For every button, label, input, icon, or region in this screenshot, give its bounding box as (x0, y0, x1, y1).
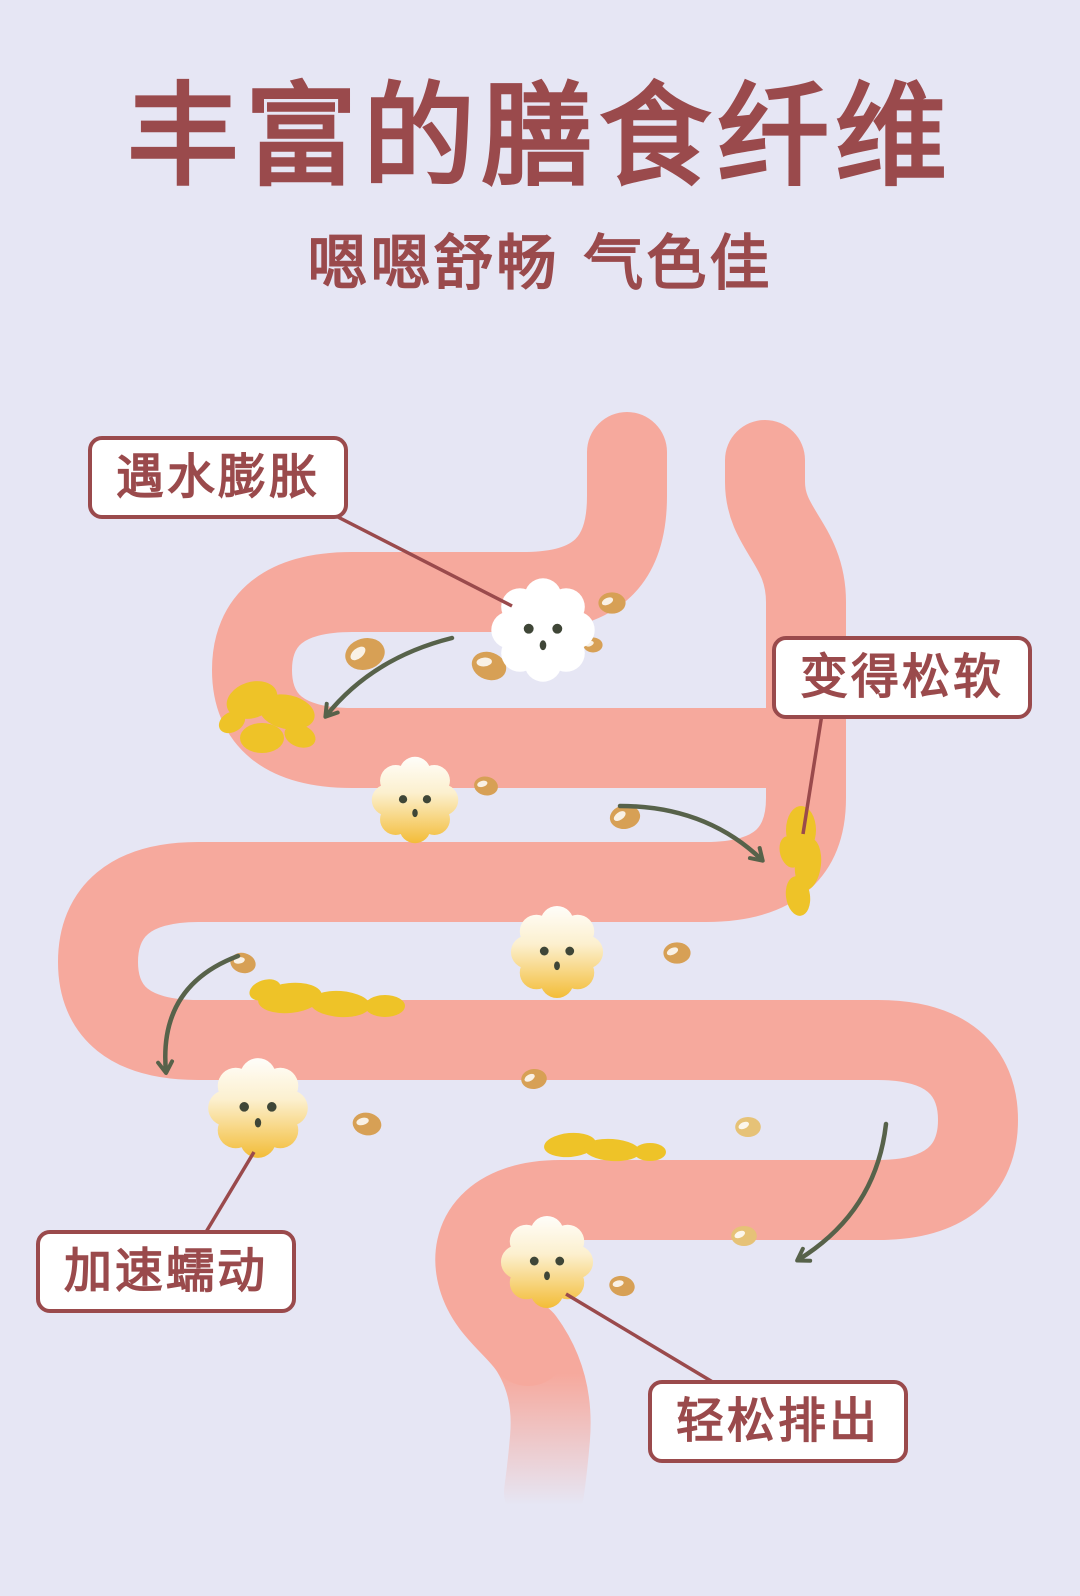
pointer-line (801, 713, 824, 835)
pointer-line (331, 512, 513, 608)
residue-smears (218, 681, 822, 1162)
seed-bean-icon (350, 1110, 384, 1138)
pointer-line (565, 1292, 717, 1386)
residue-smear (779, 806, 822, 916)
pointer-line (204, 1151, 256, 1233)
fiber-cloud-yellow (510, 905, 604, 999)
flow-arrow-icon (795, 1121, 889, 1263)
page-title: 丰富的膳食纤维 (127, 72, 953, 202)
fiber-cloud-yellow (371, 756, 459, 844)
seed-bean-icon (735, 1117, 761, 1137)
seed-bean-icon (598, 592, 626, 614)
intestine-tail-fade (484, 1300, 591, 1532)
residue-smear (544, 1132, 666, 1162)
fiber-cloud-yellow (208, 1058, 308, 1158)
seed-bean-icon (228, 950, 258, 976)
page-subtitle: 嗯嗯舒畅 气色佳 (307, 229, 773, 300)
seed-bean-icon (607, 1273, 637, 1299)
flow-arrow-icon (617, 803, 765, 863)
seed-bean-icon (663, 942, 691, 964)
header: 丰富的膳食纤维 嗯嗯舒畅 气色佳 (0, 0, 1080, 302)
callout-easy-excretion: 轻松排出 (648, 1380, 909, 1464)
flow-arrow-icon (323, 635, 455, 719)
flow-arrow-icon (156, 953, 241, 1075)
fiber-cloud-white (491, 578, 595, 682)
residue-smear (218, 681, 316, 753)
pointer-lines (204, 512, 824, 1386)
seed-bean-icon (731, 1226, 757, 1246)
residue-smear (249, 979, 405, 1018)
callout-become-soft: 变得松软 (772, 636, 1033, 720)
callout-speed-peristalsis: 加速蠕动 (36, 1230, 297, 1314)
callout-swell-on-water: 遇水膨胀 (88, 436, 349, 520)
flow-arrows (156, 635, 889, 1263)
fiber-cloud-yellow (500, 1215, 594, 1309)
